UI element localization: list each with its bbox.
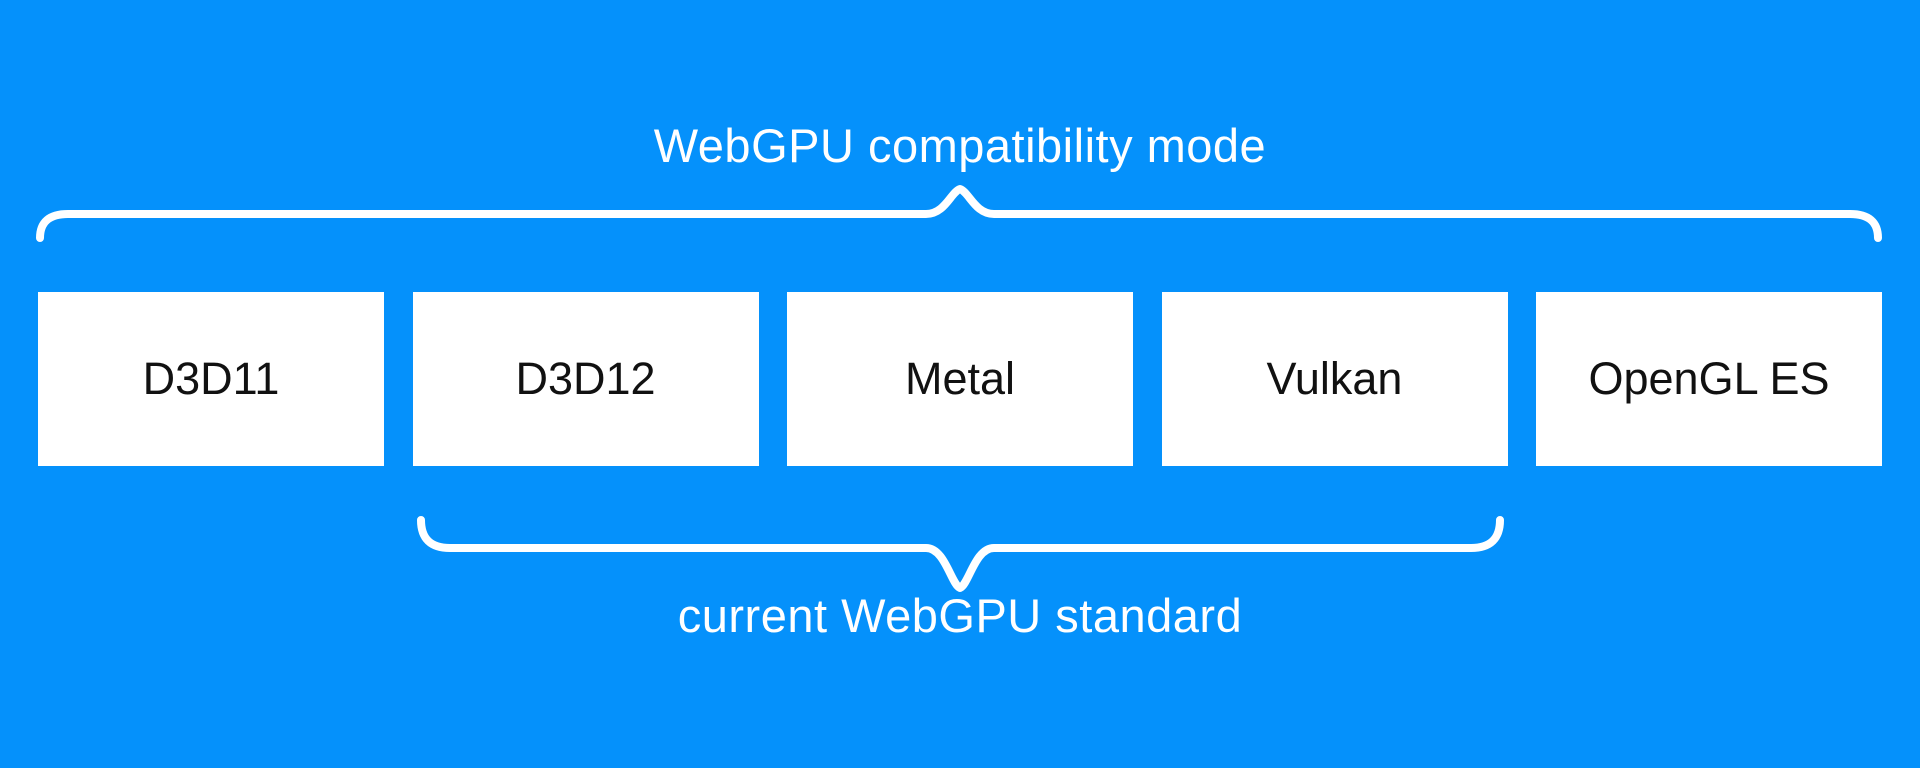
- api-box-label: Vulkan: [1266, 353, 1403, 404]
- api-box-label: D3D12: [515, 353, 656, 404]
- api-box-row: D3D11 D3D12 Metal Vulkan OpenGL ES: [38, 292, 1882, 466]
- api-box-d3d12: D3D12: [412, 292, 759, 466]
- api-box-label: OpenGL ES: [1588, 353, 1830, 404]
- bottom-brace-label: current WebGPU standard: [677, 589, 1243, 642]
- api-box-metal: Metal: [787, 292, 1133, 466]
- top-brace: [36, 185, 1882, 242]
- api-box-vulkan: Vulkan: [1161, 292, 1508, 466]
- api-box-opengl-es: OpenGL ES: [1536, 292, 1882, 466]
- top-brace-label: WebGPU compatibility mode: [653, 119, 1267, 172]
- api-box-label: Metal: [904, 353, 1016, 404]
- api-box-d3d11: D3D11: [38, 292, 384, 466]
- bottom-brace: [417, 516, 1504, 592]
- api-box-label: D3D11: [142, 353, 280, 404]
